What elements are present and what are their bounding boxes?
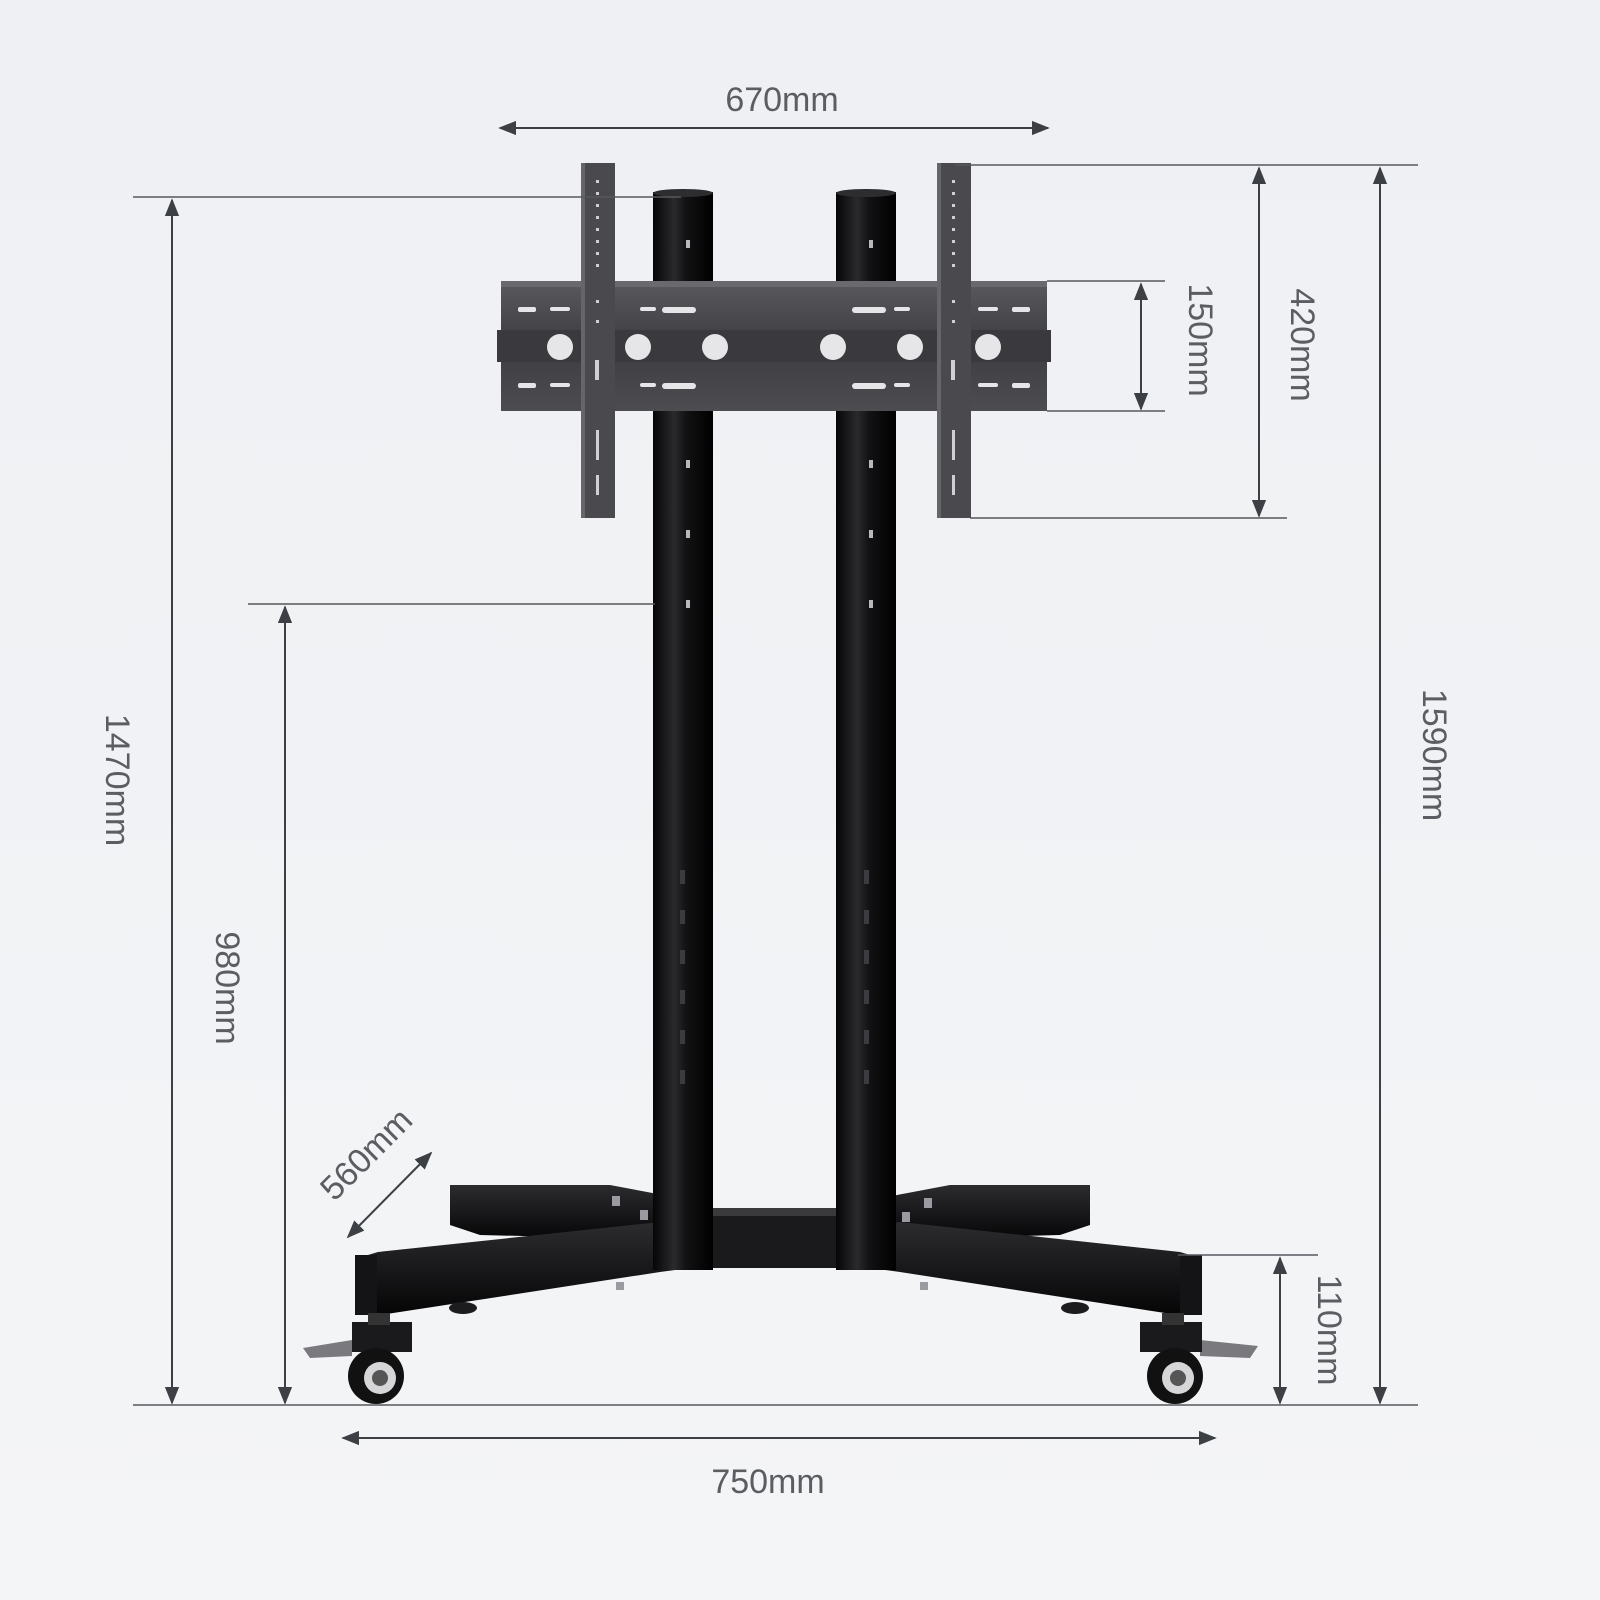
dim-line-560	[346, 1151, 433, 1239]
caster-right	[1140, 1313, 1258, 1404]
caster-left	[303, 1313, 412, 1404]
pole-adjustment-holes	[686, 240, 873, 608]
bracket-arm-right	[937, 163, 971, 518]
bracket-arm-left	[581, 163, 615, 518]
dim-label-150: 150mm	[1181, 283, 1219, 396]
dim-label-1470: 1470mm	[98, 714, 136, 846]
extension-lines	[133, 164, 1418, 1406]
base-arm-front-right	[870, 1222, 1200, 1315]
dim-label-670: 670mm	[725, 81, 838, 119]
dim-label-560: 560mm	[313, 1101, 420, 1208]
dim-label-420: 420mm	[1283, 288, 1321, 401]
dim-label-110: 110mm	[1310, 1275, 1348, 1386]
dim-label-750: 750mm	[711, 1463, 824, 1501]
base-assembly	[355, 1185, 1202, 1315]
dim-label-980: 980mm	[208, 931, 246, 1044]
base-center-bar	[700, 1208, 850, 1268]
base-arm-front-left	[358, 1222, 690, 1315]
dim-label-1590: 1590mm	[1415, 689, 1453, 821]
